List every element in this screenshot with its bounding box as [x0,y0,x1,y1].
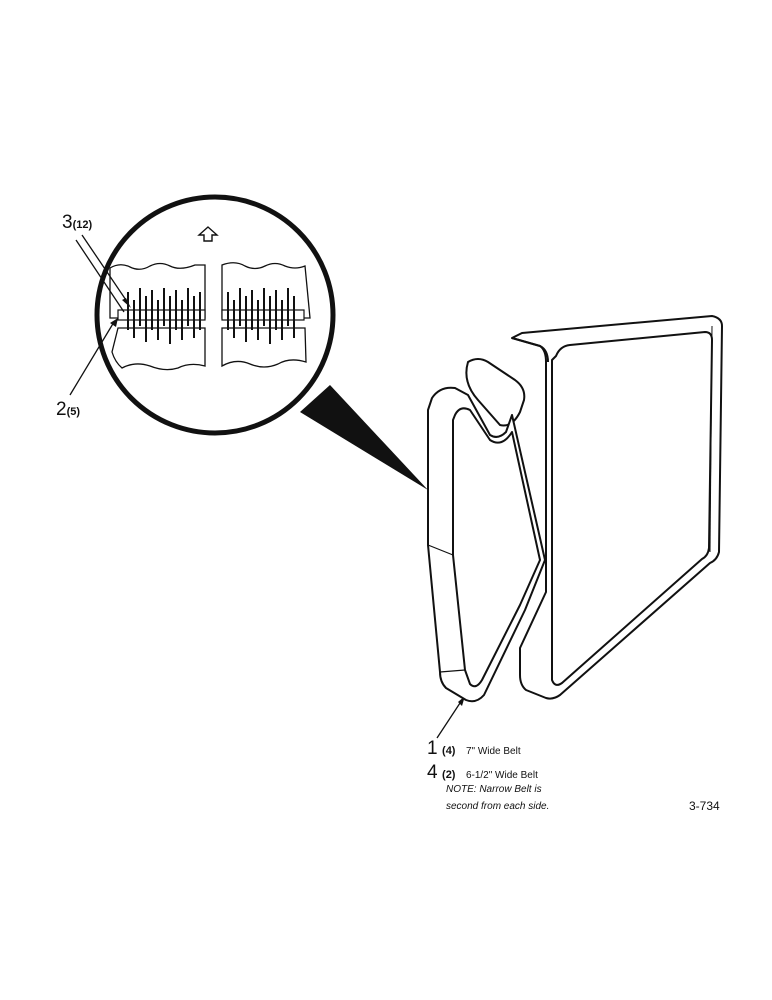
callout-quantity: (12) [72,219,93,231]
note-line-1: NOTE: Narrow Belt is [446,784,542,795]
callout-3: 3(12) [62,212,92,234]
callout-number: 4 [427,762,438,783]
callout-number: 2 [56,399,67,420]
callout-2: 2(5) [56,399,80,421]
callout-1: 1 (4) 7" Wide Belt [427,738,521,760]
note-line-2: second from each side. [446,801,550,812]
callout-4: 4 (2) 6-1/2" Wide Belt [427,762,538,784]
callout-number: 3 [62,212,73,233]
direction-arrow-icon [197,226,219,242]
callout-quantity: (2) [442,769,456,781]
callout-description: 7" Wide Belt [465,746,521,757]
callout-quantity: (4) [442,745,456,757]
belt-assembly [427,315,723,703]
callout-number: 1 [427,738,438,759]
magnifier-pointer [300,385,428,490]
callout-quantity: (5) [66,406,81,418]
detail-magnifier [94,194,336,436]
leader-lines [69,234,463,739]
figure-number: 3-734 [689,799,720,813]
callout-description: 6-1/2" Wide Belt [465,770,538,781]
